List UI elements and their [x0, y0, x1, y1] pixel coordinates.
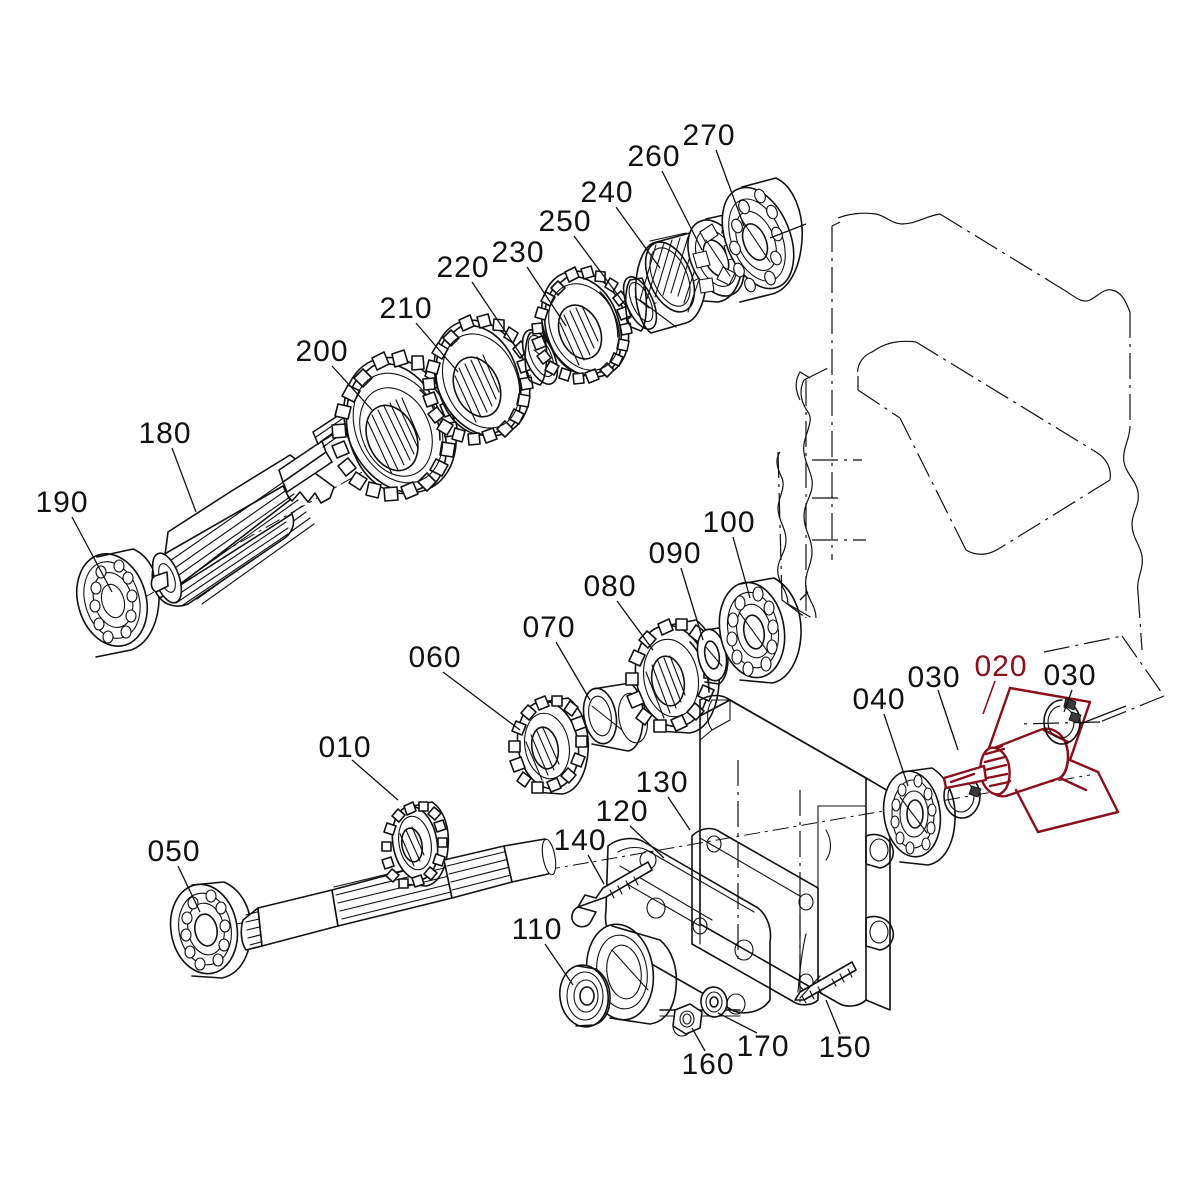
part-100-bearing	[718, 577, 802, 684]
shaft-pinion	[381, 801, 450, 889]
part-110-oil-seal	[559, 964, 611, 1028]
callout-label-050[interactable]: 050	[147, 835, 201, 868]
callout-label-090[interactable]: 090	[648, 537, 702, 570]
leader-lines	[71, 149, 1127, 1052]
part-160-nut	[672, 1003, 703, 1035]
callout-label-130[interactable]: 130	[635, 766, 689, 799]
part-030b-snap-ring	[1043, 697, 1082, 745]
part-210-gear	[422, 313, 534, 446]
part-140-bolt	[571, 861, 653, 928]
callout-label-080[interactable]: 080	[583, 570, 637, 603]
callout-label-060[interactable]: 060	[408, 641, 462, 674]
callout-label-110[interactable]: 110	[511, 913, 563, 946]
callout-label-240[interactable]: 240	[580, 176, 634, 209]
part-130-gasket	[691, 827, 819, 1006]
callout-label-170[interactable]: 170	[736, 1030, 790, 1063]
callout-label-180[interactable]: 180	[138, 417, 192, 450]
part-020-bevel-pinion-gear	[942, 686, 1120, 834]
callout-label-150[interactable]: 150	[818, 1031, 872, 1064]
callout-label-020[interactable]: 020	[974, 650, 1028, 683]
callout-label-160[interactable]: 160	[681, 1048, 735, 1081]
part-010-main-shaft	[240, 801, 557, 951]
gearbox-case-body	[699, 694, 895, 1011]
part-080-gear	[625, 618, 721, 734]
callout-label-100[interactable]: 100	[702, 506, 756, 539]
part-180-countershaft	[150, 379, 375, 607]
part-040-bearing	[882, 767, 956, 866]
part-060-gear	[508, 695, 590, 795]
callout-label-220[interactable]: 220	[436, 251, 490, 284]
callout-label-040[interactable]: 040	[852, 683, 906, 716]
part-230-gear	[531, 265, 633, 385]
callout-label-230[interactable]: 230	[491, 236, 545, 269]
callout-label-140[interactable]: 140	[553, 824, 607, 857]
part-250-washer	[622, 276, 658, 332]
part-150-stud-bolt	[794, 933, 857, 1004]
part-240-needle-bearing	[634, 232, 708, 334]
callout-label-270[interactable]: 270	[682, 119, 736, 152]
phantom-housing-outline	[776, 212, 1165, 725]
part-270-bearing	[721, 177, 803, 303]
callout-label-030a[interactable]: 030	[907, 661, 961, 694]
callout-label-010[interactable]: 010	[318, 731, 372, 764]
part-170-washer	[700, 986, 728, 1018]
callout-label-260[interactable]: 260	[627, 140, 681, 173]
part-190-bearing	[76, 548, 160, 658]
part-050-bearing	[169, 881, 252, 979]
callout-label-190[interactable]: 190	[35, 486, 89, 519]
callout-label-030b[interactable]: 030	[1043, 659, 1097, 692]
callout-label-070[interactable]: 070	[522, 611, 576, 644]
callout-label-120[interactable]: 120	[595, 795, 649, 828]
callout-label-210[interactable]: 210	[379, 292, 433, 325]
callout-label-250[interactable]: 250	[538, 205, 592, 238]
callout-label-200[interactable]: 200	[295, 335, 349, 368]
